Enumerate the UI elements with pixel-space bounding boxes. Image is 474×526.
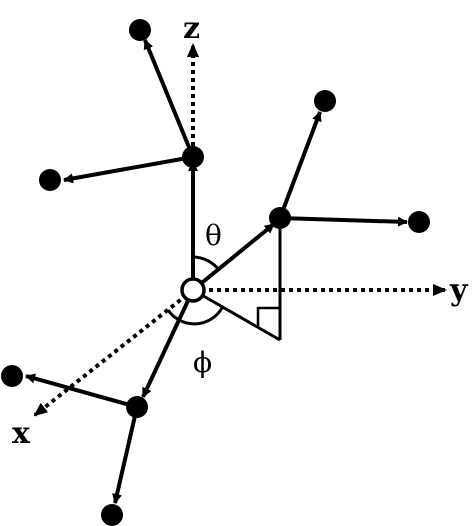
atom-top-left (39, 169, 61, 191)
phi-arc (166, 307, 224, 326)
bond-top-to-left (63, 155, 194, 184)
z-axis-label: z (183, 11, 200, 46)
bond-right-to-upper (278, 111, 322, 219)
atom-top-upper (129, 19, 151, 41)
atom-lower (126, 396, 148, 418)
projection-base (192, 288, 281, 342)
atom-lower-left (1, 365, 23, 387)
x-axis (33, 288, 195, 417)
right-angle-mark (256, 306, 280, 327)
phi-label: ϕ (193, 346, 212, 379)
atom-top (182, 146, 204, 168)
bond-center-to-lower (141, 289, 195, 398)
atom-right-right (408, 211, 430, 233)
atom-right-upper (314, 90, 336, 112)
theta-label: θ (205, 219, 222, 252)
atom-center (180, 277, 206, 303)
atom-lower-bottom (101, 504, 123, 526)
bond-top-to-upper (143, 39, 195, 158)
theta-arc (192, 255, 221, 271)
bond-right-to-right (279, 216, 408, 227)
bond-lower-to-bottom (112, 406, 139, 504)
bond-lower-to-left (25, 373, 138, 409)
x-axis-label: x (12, 416, 31, 451)
y-axis-label: y (449, 273, 469, 308)
bond-center-to-right (191, 222, 276, 292)
atom-right (269, 207, 291, 229)
